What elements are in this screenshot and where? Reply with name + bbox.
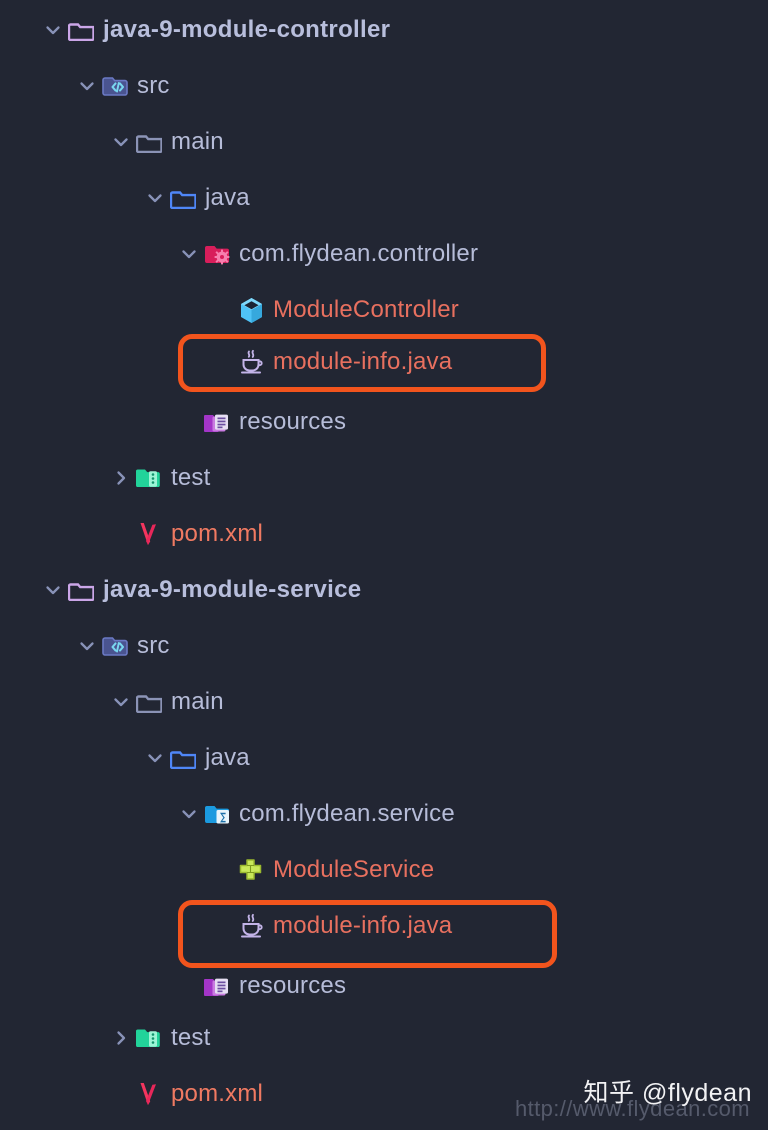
tree-row-controller-resources[interactable]: resources	[176, 402, 346, 442]
tree-row-service-src[interactable]: src	[74, 626, 170, 666]
tree-item-label: module-info.java	[273, 912, 453, 939]
tree-row-service-main[interactable]: main	[108, 682, 224, 722]
chevron-down-icon[interactable]	[40, 570, 66, 610]
tree-row-service-pom[interactable]: pom.xml	[108, 1074, 263, 1114]
tree-item-label: pom.xml	[171, 1080, 264, 1107]
watermark-zhihu-handle: 知乎 @flydean	[583, 1079, 752, 1107]
tree-item-label: com.flydean.service	[239, 800, 455, 827]
tree-item-label: main	[171, 688, 224, 715]
chevron-down-icon[interactable]	[108, 122, 134, 162]
tree-item-label: test	[171, 1024, 211, 1051]
tree-row-controller-java[interactable]: java	[142, 178, 250, 218]
tree-row-controller-main[interactable]: main	[108, 122, 224, 162]
folder-test-icon	[134, 1018, 164, 1058]
chevron-down-icon[interactable]	[74, 66, 100, 106]
tree-item-label: ModuleService	[273, 856, 435, 883]
tree-item-label: resources	[239, 972, 347, 999]
tree-row-com-flydean-controller[interactable]: com.flydean.controller	[176, 234, 478, 274]
folder-test-icon	[134, 458, 164, 498]
folder-violet-icon	[66, 570, 96, 610]
maven-pom-icon	[134, 1074, 164, 1114]
chevron-spacer	[210, 906, 236, 946]
chevron-spacer	[176, 966, 202, 1006]
chevron-down-icon[interactable]	[176, 794, 202, 834]
tree-row-ModuleController[interactable]: ModuleController	[210, 290, 459, 330]
chevron-down-icon[interactable]	[108, 682, 134, 722]
tree-item-label: src	[137, 72, 170, 99]
folder-gray-icon	[134, 682, 164, 722]
tree-row-controller-pom[interactable]: pom.xml	[108, 514, 263, 554]
tree-item-label: test	[171, 464, 211, 491]
chevron-spacer	[210, 850, 236, 890]
tree-item-label: com.flydean.controller	[239, 240, 479, 267]
chevron-right-icon[interactable]	[108, 458, 134, 498]
tree-row-service-test[interactable]: test	[108, 1018, 210, 1058]
tree-item-label: java-9-module-service	[103, 576, 362, 603]
tree-item-label: main	[171, 128, 224, 155]
tree-item-label: src	[137, 632, 170, 659]
chevron-spacer	[176, 402, 202, 442]
folder-blue-icon	[168, 178, 198, 218]
tree-item-label: java	[205, 744, 250, 771]
tree-item-label: java-9-module-controller	[103, 16, 391, 43]
tree-item-label: resources	[239, 408, 347, 435]
folder-gray-icon	[134, 122, 164, 162]
folder-resources-icon	[202, 966, 232, 1006]
java-file-icon	[236, 342, 266, 382]
tree-item-label: pom.xml	[171, 520, 264, 547]
tree-row-java-9-module-controller[interactable]: java-9-module-controller	[40, 10, 390, 50]
tree-item-label: module-info.java	[273, 348, 453, 375]
module-cube-icon	[236, 290, 266, 330]
chevron-spacer	[210, 342, 236, 382]
chevron-down-icon[interactable]	[176, 234, 202, 274]
chevron-spacer	[210, 290, 236, 330]
tree-row-controller-src[interactable]: src	[74, 66, 170, 106]
tree-row-com-flydean-service[interactable]: com.flydean.service	[176, 794, 455, 834]
folder-src-code-icon	[100, 626, 130, 666]
tree-item-label: ModuleController	[273, 296, 459, 323]
chevron-spacer	[108, 514, 134, 554]
maven-pom-icon	[134, 514, 164, 554]
folder-resources-icon	[202, 402, 232, 442]
chevron-spacer	[108, 1074, 134, 1114]
chevron-down-icon[interactable]	[142, 738, 168, 778]
folder-package-sigma-icon	[202, 794, 232, 834]
chevron-down-icon[interactable]	[142, 178, 168, 218]
tree-row-service-java[interactable]: java	[142, 738, 250, 778]
java-file-icon	[236, 906, 266, 946]
tree-row-java-9-module-service[interactable]: java-9-module-service	[40, 570, 361, 610]
tree-row-controller-test[interactable]: test	[108, 458, 210, 498]
tree-row-service-resources[interactable]: resources	[176, 966, 346, 1006]
tree-row-service-module-info[interactable]: module-info.java	[210, 906, 452, 946]
chevron-right-icon[interactable]	[108, 1018, 134, 1058]
watermark-url: http://www.flydean.com	[514, 1096, 750, 1121]
folder-src-code-icon	[100, 66, 130, 106]
folder-package-gear-icon	[202, 234, 232, 274]
folder-violet-icon	[66, 10, 96, 50]
tree-row-controller-module-info[interactable]: module-info.java	[210, 342, 452, 382]
tree-row-ModuleService[interactable]: ModuleService	[210, 850, 434, 890]
chevron-down-icon[interactable]	[40, 10, 66, 50]
interface-plug-icon	[236, 850, 266, 890]
chevron-down-icon[interactable]	[74, 626, 100, 666]
tree-item-label: java	[205, 184, 250, 211]
folder-blue-icon	[168, 738, 198, 778]
